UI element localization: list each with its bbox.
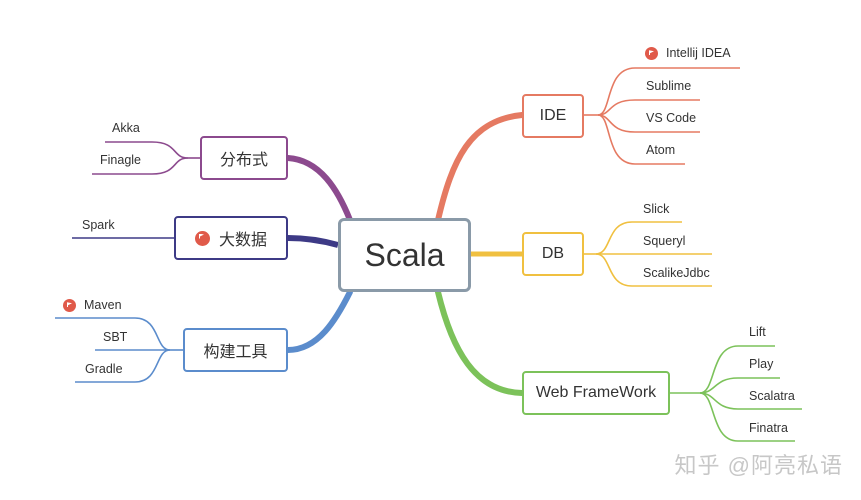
- flag-icon: [63, 299, 76, 313]
- leaf-label: Akka: [112, 121, 140, 135]
- leaf-label: Intellij IDEA: [666, 46, 731, 60]
- leaf-gradle[interactable]: Gradle: [85, 362, 123, 376]
- leaf-maven[interactable]: Maven: [63, 298, 122, 313]
- leaf-play[interactable]: Play: [749, 357, 773, 371]
- ide-leaf-lines: [584, 67, 740, 165]
- node-dist-label: 分布式: [219, 152, 268, 169]
- web-leaf-lines: [670, 345, 802, 442]
- leaf-label: Spark: [82, 218, 115, 232]
- connector-dist: [285, 155, 353, 223]
- leaf-atom[interactable]: Atom: [646, 143, 675, 157]
- leaf-sublime[interactable]: Sublime: [646, 79, 691, 93]
- root-label: Scala: [364, 236, 445, 273]
- leaf-intellij[interactable]: Intellij IDEA: [645, 46, 731, 61]
- node-web-framework[interactable]: Web FrameWork: [522, 371, 670, 415]
- leaf-lift[interactable]: Lift: [749, 325, 766, 339]
- node-distributed[interactable]: 分布式: [200, 136, 288, 180]
- leaf-label: Slick: [643, 202, 670, 216]
- node-ide[interactable]: IDE: [522, 94, 584, 138]
- leaf-label: Gradle: [85, 362, 123, 376]
- leaf-label: ScalikeJdbc: [643, 266, 710, 280]
- node-db-label: DB: [541, 245, 565, 262]
- leaf-label: Play: [749, 357, 774, 371]
- leaf-label: SBT: [103, 330, 128, 344]
- leaf-label: Finatra: [749, 421, 788, 435]
- node-build-label: 构建工具: [203, 344, 268, 361]
- build-leaf-lines: [55, 317, 183, 383]
- leaf-scalikejdbc[interactable]: ScalikeJdbc: [643, 266, 710, 280]
- leaf-spark[interactable]: Spark: [82, 218, 115, 232]
- connector-web: [435, 289, 525, 396]
- db-leaf-lines: [584, 221, 712, 287]
- leaf-label: Sublime: [646, 79, 692, 93]
- leaf-squeryl[interactable]: Squeryl: [643, 234, 685, 248]
- leaf-scalatra[interactable]: Scalatra: [749, 389, 795, 403]
- leaf-finagle[interactable]: Finagle: [100, 153, 141, 167]
- leaf-label: Squeryl: [643, 234, 686, 248]
- dist-leaf-lines: [92, 141, 200, 175]
- node-bigdata[interactable]: 大数据: [174, 216, 288, 260]
- leaf-vscode[interactable]: VS Code: [646, 111, 696, 125]
- leaf-label: Atom: [646, 143, 676, 157]
- node-ide-label: IDE: [539, 107, 567, 124]
- node-bigdata-label: 大数据: [218, 232, 267, 249]
- leaf-label: VS Code: [646, 111, 697, 125]
- leaf-sbt[interactable]: SBT: [103, 330, 127, 344]
- leaf-akka[interactable]: Akka: [112, 121, 140, 135]
- leaf-label: Scalatra: [749, 389, 795, 403]
- watermark: 知乎 @阿亮私语: [674, 453, 843, 478]
- leaf-label: Lift: [749, 325, 766, 339]
- leaf-label: Maven: [84, 298, 122, 312]
- node-web-label: Web FrameWork: [535, 384, 657, 401]
- flag-icon: [194, 230, 210, 246]
- root-node[interactable]: Scala: [338, 218, 471, 292]
- connector-bigdata: [287, 235, 339, 248]
- node-build-tools[interactable]: 构建工具: [183, 328, 288, 372]
- leaf-slick[interactable]: Slick: [643, 202, 669, 216]
- flag-icon: [645, 47, 658, 61]
- connector-ide: [435, 112, 525, 223]
- connector-build: [285, 289, 353, 353]
- node-db[interactable]: DB: [522, 232, 584, 276]
- leaf-finatra[interactable]: Finatra: [749, 421, 788, 435]
- leaf-label: Finagle: [100, 153, 141, 167]
